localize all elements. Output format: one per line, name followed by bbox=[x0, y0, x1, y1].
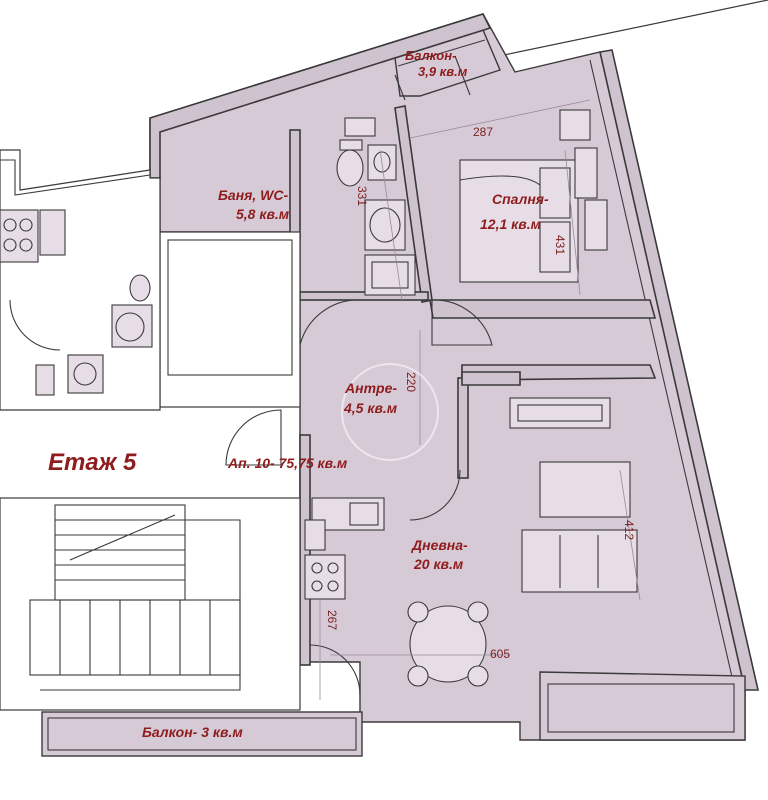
neighbour-room bbox=[159, 231, 301, 408]
label-balcony-bottom: Балкон- 3 кв.м bbox=[142, 724, 243, 740]
label-bath-1: Баня, WC- bbox=[218, 187, 289, 203]
label-apartment: Ап. 10- 75,75 кв.м bbox=[227, 455, 348, 471]
bath-sink-top bbox=[367, 144, 397, 181]
label-bedroom-2: 12,1 кв.м bbox=[480, 216, 542, 232]
label-living-2: 20 кв.м bbox=[413, 556, 464, 572]
dim-331: 331 bbox=[355, 186, 369, 206]
dim-412: 412 bbox=[622, 520, 636, 540]
kitchen-stove bbox=[304, 554, 346, 600]
stairs bbox=[29, 504, 241, 691]
watermark-ring bbox=[341, 363, 439, 461]
bath-toilet bbox=[336, 149, 364, 187]
dim-287: 287 bbox=[473, 125, 493, 139]
bottom-balcony bbox=[41, 711, 363, 757]
bottom-balcony-inner bbox=[47, 717, 357, 751]
coffee-table bbox=[539, 461, 631, 518]
label-floor: Етаж 5 bbox=[48, 449, 137, 476]
tv-unit bbox=[509, 397, 611, 429]
bedroom-bed bbox=[459, 159, 579, 283]
dim-431: 431 bbox=[553, 235, 567, 255]
site-line bbox=[479, 0, 768, 61]
label-bath-2: 5,8 кв.м bbox=[236, 206, 290, 222]
dim-605: 605 bbox=[490, 647, 510, 661]
label-hall-2: 4,5 кв.м bbox=[343, 400, 398, 416]
label-balcony-top-2: 3,9 кв.м bbox=[418, 64, 468, 79]
dim-267: 267 bbox=[325, 610, 339, 630]
label-bedroom-1: Спалня- bbox=[492, 191, 549, 207]
label-living-1: Дневна- bbox=[411, 537, 468, 553]
sofa bbox=[521, 529, 638, 593]
dim-220: 220 bbox=[404, 372, 418, 392]
dining-table bbox=[409, 605, 487, 683]
label-hall-1: Антре- bbox=[344, 380, 397, 396]
label-balcony-top-1: Балкон- bbox=[405, 48, 456, 63]
right-wall-strip bbox=[599, 49, 760, 691]
neighbour-stove bbox=[0, 209, 39, 263]
bottom-right-balcony bbox=[539, 671, 746, 741]
